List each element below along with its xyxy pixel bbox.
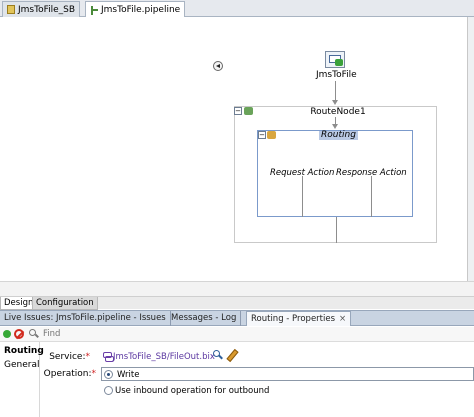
connector-line — [335, 117, 336, 125]
connector-line — [335, 81, 336, 101]
required-marker: * — [85, 352, 91, 362]
edit-pencil-icon[interactable] — [226, 349, 237, 360]
service-field-label: Service:* — [49, 352, 91, 362]
sidebar-item-routing[interactable]: Routing — [4, 346, 44, 356]
connector-arrow-icon — [332, 124, 338, 129]
route-node-icon[interactable]: − — [234, 107, 253, 117]
operation-field-label: Operation:* — [43, 369, 97, 379]
proxy-service-icon[interactable] — [325, 51, 345, 68]
tab-label: Routing - Properties — [251, 314, 336, 324]
tab-messages-log[interactable]: Messages - Log — [167, 311, 242, 326]
canvas-vertical-scrollbar[interactable] — [468, 17, 474, 281]
close-icon[interactable]: × — [339, 314, 347, 324]
editor-tab-label: JmsToFile.pipeline — [101, 5, 181, 15]
collapse-icon[interactable]: − — [258, 131, 266, 139]
service-link[interactable]: JmsToFile_SB/FileOut.bix — [113, 352, 215, 362]
editor-tab-jmstofile-sb[interactable]: JmsToFile_SB — [2, 1, 81, 17]
connector-arrow-icon — [332, 100, 338, 105]
route-gear-icon — [244, 107, 253, 115]
editor-tab-bar: JmsToFile_SB JmsToFile.pipeline — [0, 0, 474, 18]
request-lane-line — [302, 176, 303, 217]
properties-sidebar — [0, 342, 40, 417]
service-status-icon — [335, 59, 343, 66]
collapse-icon[interactable]: − — [234, 107, 242, 115]
start-node-icon[interactable] — [213, 61, 223, 71]
ok-icon[interactable] — [3, 330, 11, 338]
response-action-label[interactable]: Response Action — [336, 168, 407, 178]
business-service-icon — [103, 351, 114, 362]
operation-write-label: Write — [117, 370, 140, 380]
route-node-label: RouteNode1 — [310, 107, 366, 117]
routing-stage[interactable] — [257, 130, 413, 217]
routing-icon — [267, 131, 276, 139]
tab-configuration[interactable]: Configuration — [32, 297, 98, 310]
panel-toolbar — [0, 327, 474, 342]
search-icon — [29, 329, 38, 338]
tab-live-issues[interactable]: Live Issues: JmsToFile.pipeline - Issues — [0, 311, 171, 326]
service-bus-project-icon — [7, 5, 15, 14]
pipeline-icon — [90, 5, 98, 15]
browse-search-icon[interactable] — [213, 350, 223, 360]
find-input[interactable] — [43, 328, 243, 340]
bottom-panel-tab-bar: Live Issues: JmsToFile.pipeline - Issues… — [0, 310, 474, 326]
sidebar-item-general[interactable]: General — [4, 360, 40, 370]
connector-line — [336, 217, 337, 243]
stop-icon[interactable] — [14, 329, 24, 339]
service-node-label: JmsToFile — [316, 70, 357, 80]
request-action-label[interactable]: Request Action — [270, 168, 335, 178]
editor-tab-pipeline[interactable]: JmsToFile.pipeline — [85, 1, 186, 18]
editor-tab-label: JmsToFile_SB — [18, 4, 76, 15]
tab-routing-properties[interactable]: Routing - Properties× — [246, 311, 352, 326]
required-marker: * — [91, 369, 97, 379]
routing-stage-label: Routing — [319, 130, 358, 140]
editor-view-tabs: Design Configuration — [0, 296, 474, 310]
response-lane-line — [371, 176, 372, 217]
radio-use-inbound[interactable] — [104, 386, 113, 395]
operation-inbound-label: Use inbound operation for outbound — [115, 386, 270, 396]
canvas-horizontal-scrollbar[interactable] — [0, 281, 474, 296]
routing-stage-icon[interactable]: − — [258, 131, 276, 141]
operation-option-write[interactable] — [101, 367, 474, 381]
radio-write[interactable] — [104, 370, 113, 379]
